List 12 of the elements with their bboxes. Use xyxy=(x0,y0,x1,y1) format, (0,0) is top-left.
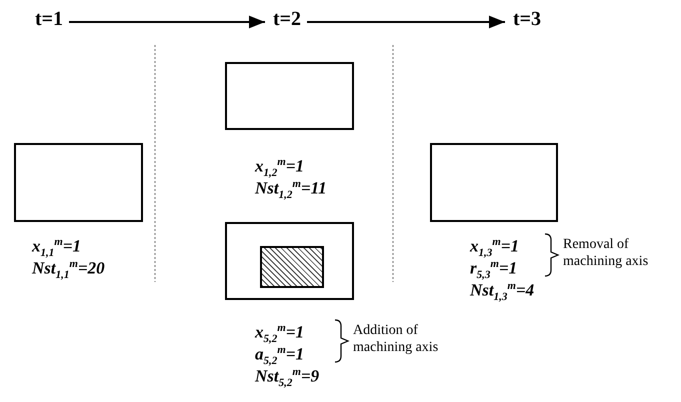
time-step-label: t=1 xyxy=(35,8,64,31)
time-step-label: t=3 xyxy=(513,8,542,31)
rectangle xyxy=(225,222,354,300)
hatched-rectangle xyxy=(260,246,324,288)
rectangle xyxy=(430,143,558,222)
annotation-text: Addition of machining axis xyxy=(353,322,440,356)
time-step-label: t=2 xyxy=(273,8,302,31)
annotation-text: Removal of machining axis xyxy=(563,236,650,270)
rectangle xyxy=(14,143,143,222)
arrow xyxy=(307,16,505,28)
arrow xyxy=(69,16,265,28)
rectangle xyxy=(225,62,354,130)
